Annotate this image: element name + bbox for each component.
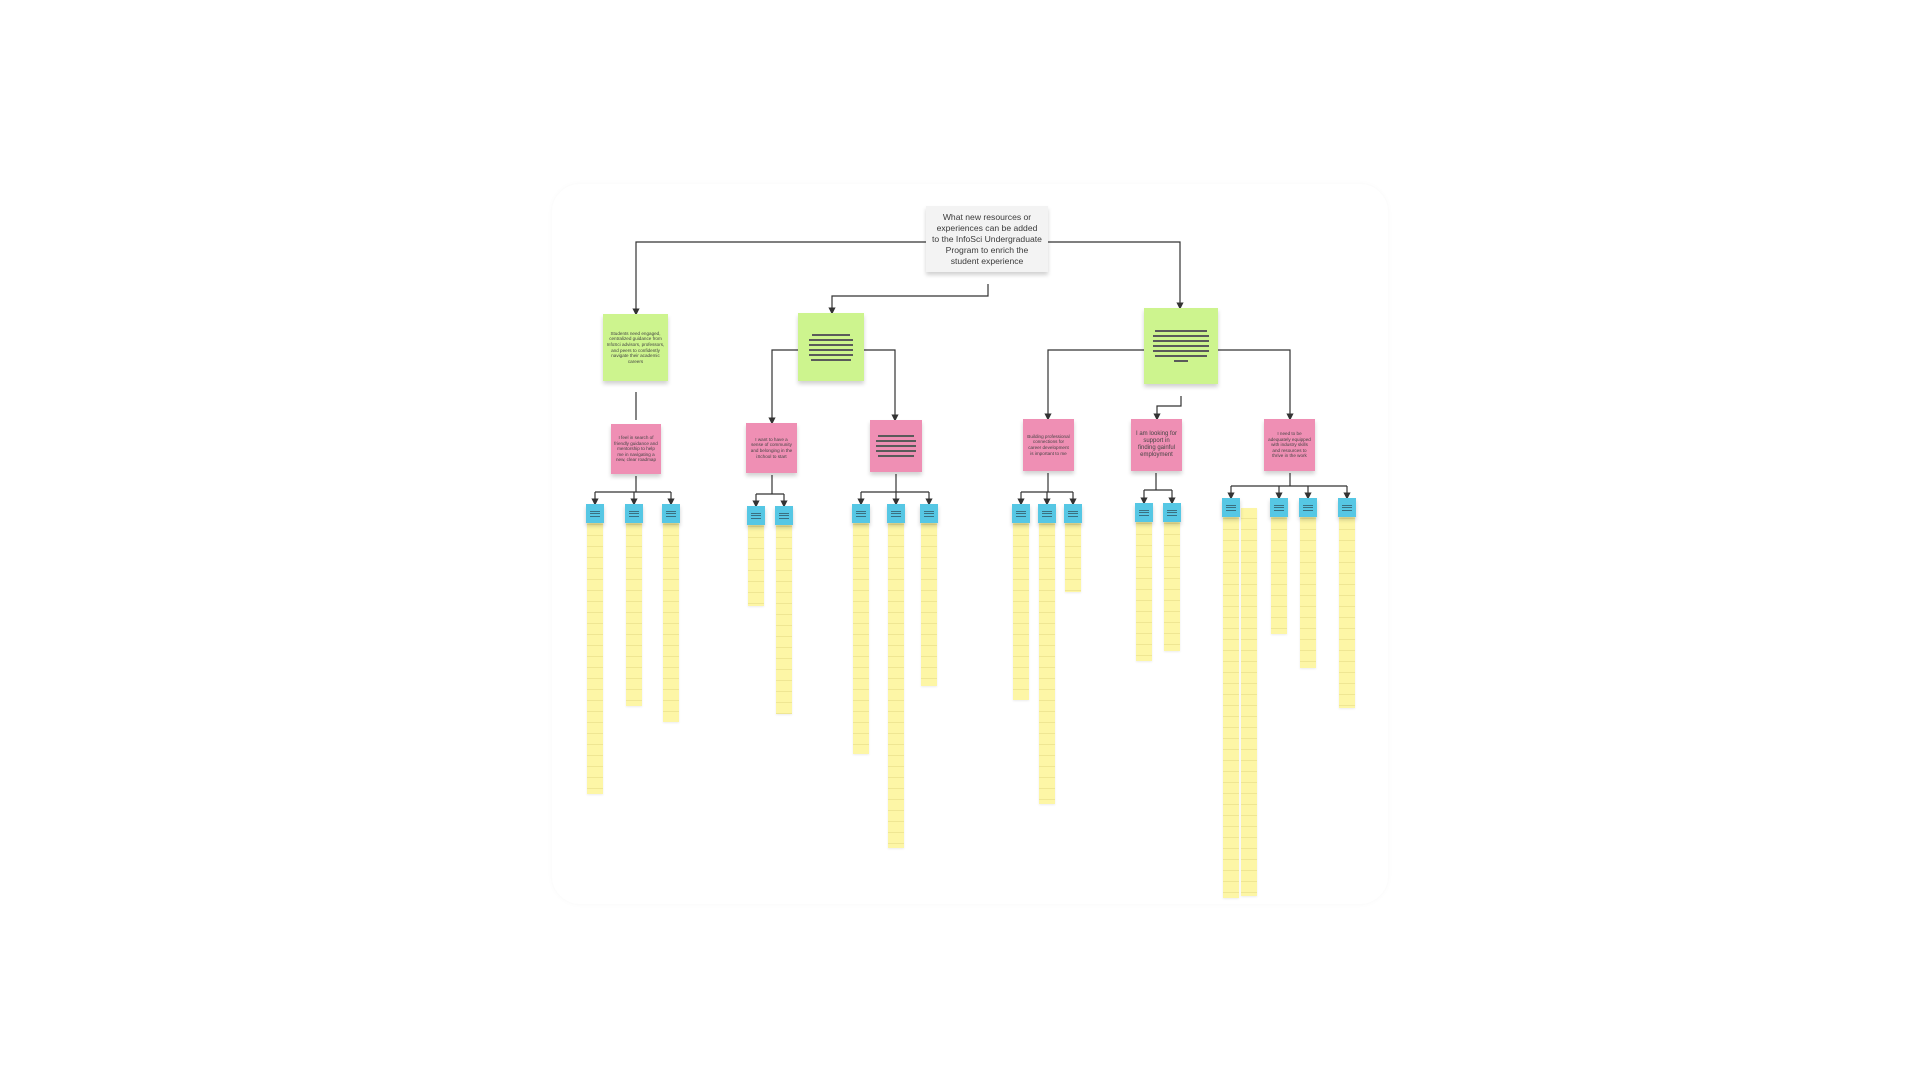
observation-lines: [856, 510, 866, 517]
observation-lines: [1068, 510, 1078, 517]
response-sticky-stack[interactable]: [921, 514, 937, 686]
question-note[interactable]: What new resources or experiences can be…: [926, 206, 1048, 272]
response-sticky-stack[interactable]: [1065, 514, 1081, 592]
observation-note[interactable]: [1135, 503, 1153, 522]
response-sticky-stack[interactable]: [663, 514, 679, 722]
response-sticky-stack[interactable]: [1136, 513, 1152, 661]
observation-note[interactable]: [775, 506, 793, 525]
response-sticky-stack[interactable]: [626, 514, 642, 706]
theme-note-2[interactable]: [798, 313, 864, 381]
insight-note-1[interactable]: I feel in search of friendly guidance an…: [611, 424, 661, 474]
insight-note-6[interactable]: I need to be adequately equipped with in…: [1264, 419, 1315, 471]
insight-lines: [876, 435, 916, 457]
insight-note-5[interactable]: I am looking for support in finding gain…: [1131, 419, 1182, 471]
observation-note[interactable]: [1338, 498, 1356, 517]
observation-lines: [924, 510, 934, 517]
observation-note[interactable]: [1299, 498, 1317, 517]
observation-note[interactable]: [920, 504, 938, 523]
observation-note[interactable]: [747, 506, 765, 525]
theme-text: Students need engaged, centralized guida…: [606, 330, 665, 364]
observation-lines: [629, 510, 639, 517]
observation-lines: [1342, 504, 1352, 511]
observation-lines: [891, 510, 901, 517]
response-sticky-stack[interactable]: [1339, 508, 1355, 708]
observation-note[interactable]: [1163, 503, 1181, 522]
observation-note[interactable]: [1222, 498, 1240, 517]
insight-note-2[interactable]: I want to have a sense of community and …: [746, 423, 797, 473]
observation-lines: [1139, 509, 1149, 516]
observation-lines: [751, 512, 761, 519]
response-sticky-stack[interactable]: [1300, 508, 1316, 668]
theme-note-1[interactable]: Students need engaged, centralized guida…: [603, 314, 668, 381]
response-sticky-stack[interactable]: [1223, 508, 1239, 898]
observation-lines: [1274, 504, 1284, 511]
response-sticky-stack[interactable]: [1271, 508, 1287, 634]
response-sticky-stack[interactable]: [1013, 514, 1029, 700]
response-sticky-stack[interactable]: [1164, 513, 1180, 651]
theme-lines: [809, 333, 853, 361]
observation-lines: [1303, 504, 1313, 511]
observation-lines: [1167, 509, 1177, 516]
theme-note-3[interactable]: [1144, 308, 1218, 384]
response-sticky-stack[interactable]: [1241, 508, 1257, 896]
response-sticky-stack[interactable]: [853, 514, 869, 754]
response-sticky-stack[interactable]: [888, 514, 904, 848]
insight-text: Building professional connections for ca…: [1027, 433, 1070, 456]
response-sticky-stack[interactable]: [748, 516, 764, 606]
observation-note[interactable]: [887, 504, 905, 523]
response-sticky-stack[interactable]: [1039, 514, 1055, 804]
observation-note[interactable]: [662, 504, 680, 523]
observation-note[interactable]: [1012, 504, 1030, 523]
observation-note[interactable]: [1270, 498, 1288, 517]
theme-lines: [1153, 330, 1209, 362]
insight-note-3[interactable]: [870, 420, 922, 472]
observation-lines: [1016, 510, 1026, 517]
observation-lines: [1042, 510, 1052, 517]
observation-note[interactable]: [852, 504, 870, 523]
insight-text: I want to have a sense of community and …: [750, 436, 793, 459]
observation-note[interactable]: [625, 504, 643, 523]
response-sticky-stack[interactable]: [776, 516, 792, 714]
observation-lines: [1226, 504, 1236, 511]
observation-note[interactable]: [1038, 504, 1056, 523]
insight-note-4[interactable]: Building professional connections for ca…: [1023, 419, 1074, 471]
insight-text: I need to be adequately equipped with in…: [1268, 431, 1311, 459]
response-sticky-stack[interactable]: [587, 514, 603, 794]
observation-lines: [590, 510, 600, 517]
insight-text: I feel in search of friendly guidance an…: [614, 435, 658, 463]
observation-lines: [779, 512, 789, 519]
observation-lines: [666, 510, 676, 517]
question-text: What new resources or experiences can be…: [932, 211, 1042, 266]
observation-note[interactable]: [1064, 504, 1082, 523]
observation-note[interactable]: [586, 504, 604, 523]
insight-text: I am looking for support in finding gain…: [1135, 431, 1178, 458]
